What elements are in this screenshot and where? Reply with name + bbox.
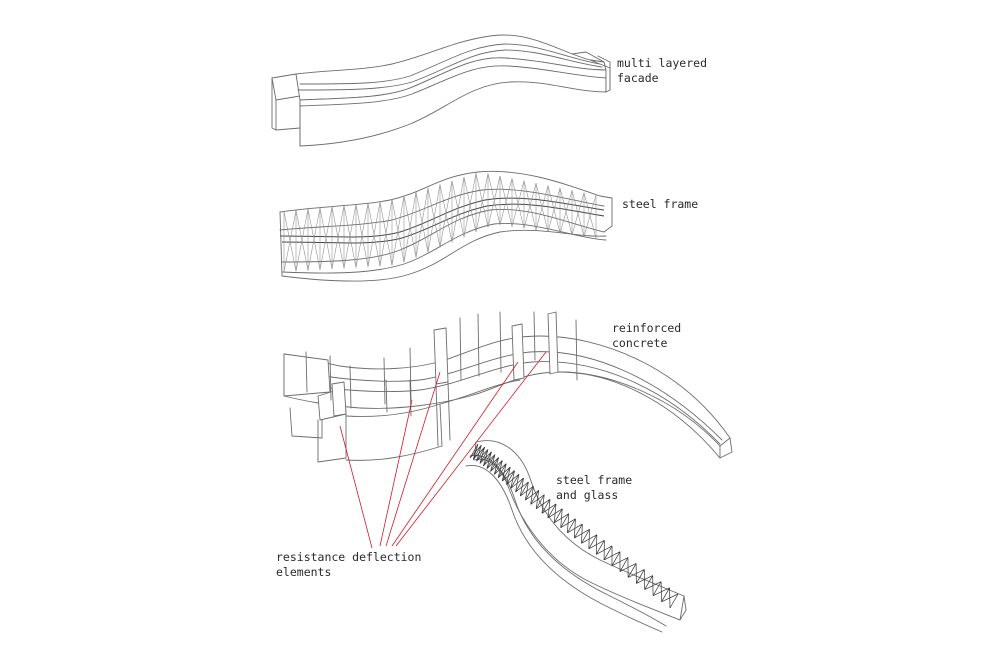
label-glass-line1: steel frame [556,473,632,487]
label-resistance-line1: resistance deflection [276,550,421,564]
steel-frame-layer [279,170,613,282]
facade-layer [271,34,611,147]
label-steel-frame: steel frame [622,197,698,211]
label-resistance-line2: elements [276,565,331,579]
label-facade-line1: multi layered [617,56,707,70]
concrete-layer [283,311,733,463]
label-concrete-line2: concrete [612,336,667,350]
label-concrete-line1: reinforced [612,321,681,335]
resistance-leader-lines [339,351,547,549]
label-glass-line2: and glass [556,488,618,502]
steel-glass-layer [465,440,687,633]
label-facade-line2: facade [617,71,659,85]
